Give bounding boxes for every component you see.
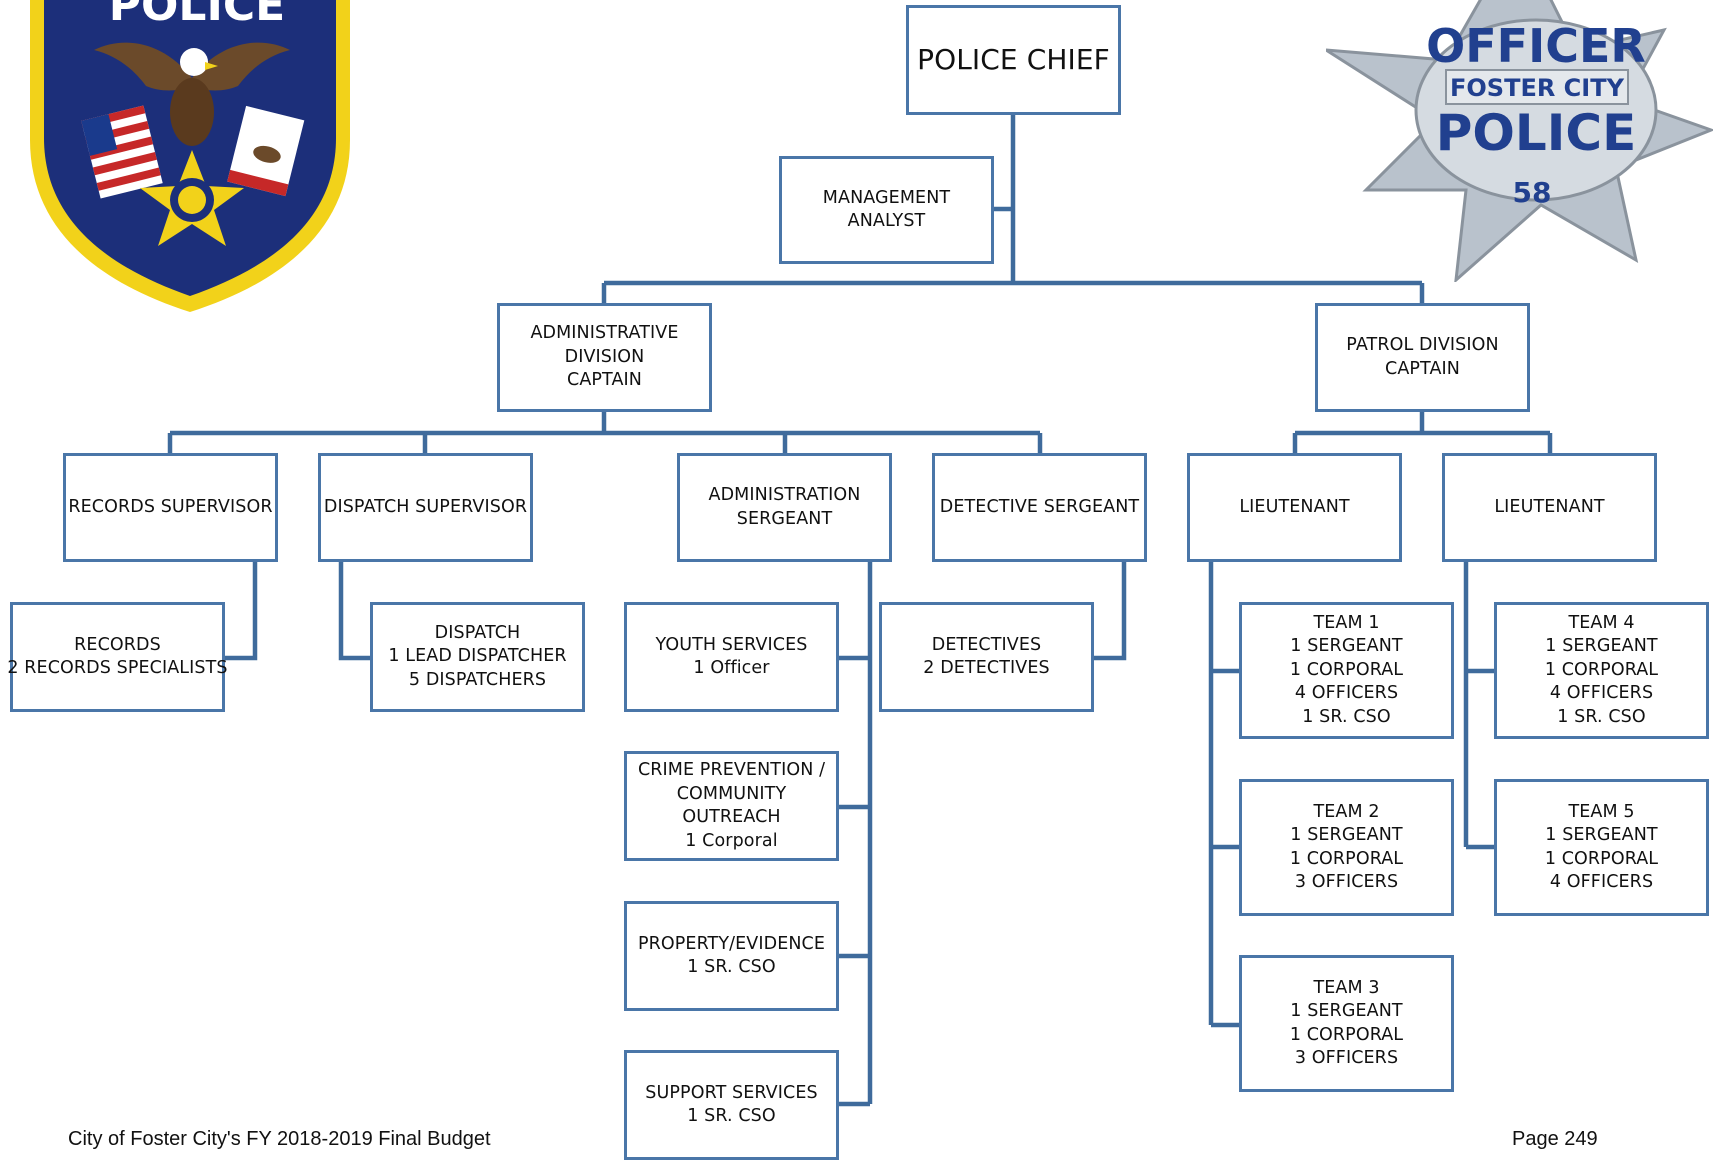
box-text-line: 1 CORPORAL [1289, 848, 1404, 869]
box-text-line: 1 Officer [693, 658, 770, 678]
detectives-box: DETECTIVES 2 DETECTIVES [879, 602, 1094, 712]
box-text-line: LIEUTENANT [1239, 496, 1350, 517]
box-text-line: 1 CORPORAL [1289, 1024, 1404, 1045]
badge-middle-text: FOSTER CITY [1450, 74, 1625, 102]
lieutenant-1-box: LIEUTENANT [1187, 453, 1402, 562]
team-5-box: TEAM 5 1 SERGEANT 1 CORPORAL 4 OFFICERS [1494, 779, 1709, 916]
box-text-line: 1 CORPORAL [1544, 848, 1659, 869]
box-text-line: POLICE CHIEF [917, 43, 1110, 76]
patrol-captain-box: PATROL DIVISION CAPTAIN [1315, 303, 1530, 412]
box-text-line: 1 SERGEANT [1290, 1001, 1403, 1021]
box-text-line: PATROL DIVISION [1346, 335, 1499, 355]
box-text-line: LIEUTENANT [1494, 496, 1605, 517]
box-text-line: OUTREACH [682, 807, 781, 827]
police-chief-box: POLICE CHIEF [906, 5, 1121, 115]
box-text-line: 1 SR. CSO [1302, 706, 1391, 727]
footer-budget-title: City of Foster City's FY 2018-2019 Final… [68, 1128, 491, 1150]
box-text-line: TEAM 5 [1568, 801, 1635, 822]
box-text-line: 1 SR. CSO [1557, 706, 1646, 727]
badge-top-text: OFFICER [1426, 19, 1646, 73]
box-text-line: 2 RECORDS SPECIALISTS [7, 658, 228, 678]
box-text-line: 5 DISPATCHERS [408, 669, 547, 690]
box-text-line: DISPATCH SUPERVISOR [323, 496, 528, 517]
box-text-line: CAPTAIN [567, 370, 642, 391]
box-text-line: 4 OFFICERS [1549, 683, 1654, 704]
box-text-line: 1 LEAD DISPATCHER [388, 646, 567, 667]
admin-sergeant-box: ADMINISTRATION SERGEANT [677, 453, 892, 562]
box-text-line: 3 OFFICERS [1294, 1048, 1399, 1068]
box-text-line: CAPTAIN [1385, 358, 1460, 379]
box-text-line: 4 OFFICERS [1294, 683, 1399, 704]
officer-badge-icon: OFFICER FOSTER CITY POLICE 58 [1326, 0, 1713, 282]
box-text-line: TEAM 2 [1313, 801, 1380, 822]
box-text-line: DIVISION [564, 346, 645, 367]
box-text-line: TEAM 3 [1313, 977, 1380, 998]
box-text-line: COMMUNITY [676, 783, 787, 804]
box-text-line: DETECTIVE SERGEANT [939, 496, 1140, 517]
box-text-line: YOUTH SERVICES [655, 634, 808, 655]
box-text-line: 1 SERGEANT [1290, 825, 1403, 845]
box-text-line: SUPPORT SERVICES [645, 1082, 818, 1103]
footer-page-number: Page 249 [1512, 1128, 1598, 1150]
box-text-line: ANALYST [847, 211, 926, 231]
box-text-line: 3 OFFICERS [1294, 872, 1399, 892]
property-evidence-box: PROPERTY/EVIDENCE 1 SR. CSO [624, 901, 839, 1011]
patch-text: POLICE [109, 0, 285, 31]
box-text-line: 1 SR. CSO [687, 1106, 776, 1126]
records-supervisor-box: RECORDS SUPERVISOR [63, 453, 278, 562]
box-text-line: PROPERTY/EVIDENCE [637, 933, 826, 954]
dispatch-supervisor-box: DISPATCH SUPERVISOR [318, 453, 533, 562]
box-text-line: MANAGEMENT [822, 187, 951, 208]
box-text-line: 4 OFFICERS [1549, 872, 1654, 892]
box-text-line: ADMINISTRATION [708, 485, 861, 505]
badge-bottom-text: POLICE [1436, 104, 1636, 162]
box-text-line: DISPATCH [434, 622, 521, 643]
team-2-box: TEAM 2 1 SERGEANT 1 CORPORAL 3 OFFICERS [1239, 779, 1454, 916]
box-text-line: DETECTIVES [931, 634, 1042, 655]
detective-sergeant-box: DETECTIVE SERGEANT [932, 453, 1147, 562]
box-text-line: 1 Corporal [685, 830, 778, 851]
box-text-line: TEAM 1 [1313, 612, 1380, 633]
box-text-line: 1 SERGEANT [1290, 636, 1403, 657]
police-patch-icon: POLICE [30, 0, 350, 312]
box-text-line: CRIME PREVENTION / [637, 760, 826, 780]
team-3-box: TEAM 3 1 SERGEANT 1 CORPORAL 3 OFFICERS [1239, 955, 1454, 1092]
support-services-box: SUPPORT SERVICES 1 SR. CSO [624, 1050, 839, 1160]
box-text-line: 1 CORPORAL [1544, 659, 1659, 680]
box-text-line: 1 SR. CSO [687, 957, 776, 977]
box-text-line: 2 DETECTIVES [923, 658, 1050, 678]
box-text-line: RECORDS SUPERVISOR [68, 496, 273, 517]
crime-prevention-box: CRIME PREVENTION / COMMUNITY OUTREACH 1 Cor… [624, 751, 839, 861]
box-text-line: SERGEANT [736, 508, 833, 529]
badge-number: 58 [1513, 176, 1552, 209]
box-text-line: RECORDS [74, 634, 161, 655]
box-text-line: 1 CORPORAL [1289, 659, 1404, 680]
box-text-line: TEAM 4 [1568, 612, 1635, 633]
records-box: RECORDS 2 RECORDS SPECIALISTS [7, 602, 228, 712]
lieutenant-2-box: LIEUTENANT [1442, 453, 1657, 562]
management-analyst-box: MANAGEMENT ANALYST [779, 156, 994, 264]
box-text-line: 1 SERGEANT [1545, 636, 1658, 657]
box-text-line: 1 SERGEANT [1545, 825, 1658, 845]
youth-services-box: YOUTH SERVICES 1 Officer [624, 602, 839, 712]
box-text-line: ADMINISTRATIVE [530, 323, 679, 344]
